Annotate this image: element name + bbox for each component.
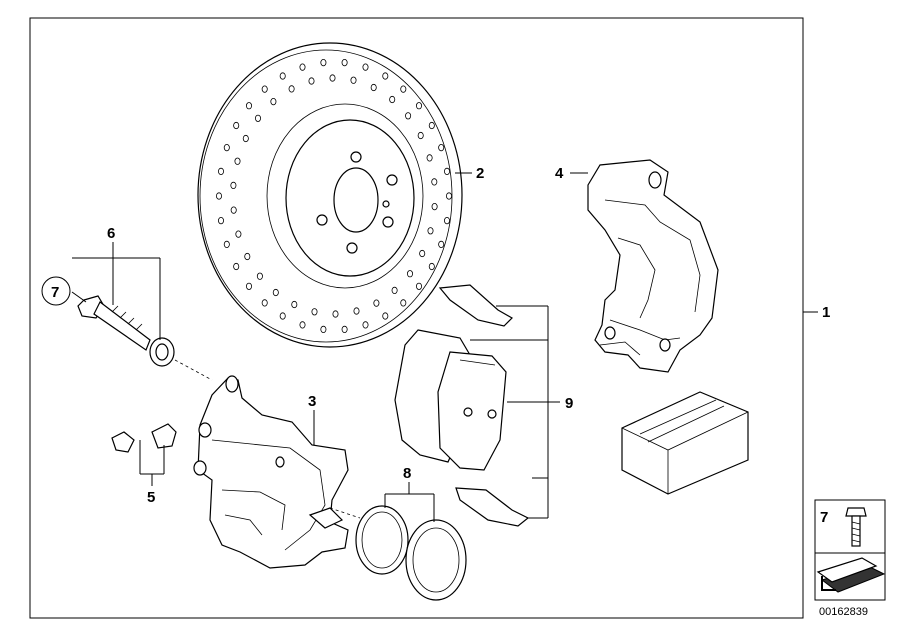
callout-6: 6 bbox=[107, 225, 115, 242]
disc-hole bbox=[230, 206, 237, 214]
disc-hole bbox=[389, 95, 396, 104]
disc-hole bbox=[329, 74, 336, 82]
callout-5: 5 bbox=[147, 489, 155, 506]
disc-hole bbox=[244, 252, 251, 261]
disc-hole bbox=[400, 85, 407, 93]
disc-hole bbox=[261, 299, 268, 307]
main-frame bbox=[29, 17, 804, 619]
disc-hole bbox=[370, 83, 377, 92]
disc-hole bbox=[443, 217, 450, 225]
brake-disc bbox=[197, 42, 463, 348]
disc-hole bbox=[373, 299, 380, 307]
bolt-icon bbox=[845, 507, 867, 547]
disc-hole bbox=[234, 157, 241, 165]
disc-hole bbox=[223, 144, 230, 152]
disc-hole bbox=[341, 325, 348, 333]
disc-hole bbox=[362, 63, 369, 71]
callout-4: 4 bbox=[555, 165, 564, 182]
disc-hole bbox=[299, 63, 306, 71]
disc-hole bbox=[254, 114, 261, 122]
disc-hole bbox=[405, 112, 412, 120]
disc-hole bbox=[299, 321, 306, 329]
disc-hole bbox=[415, 102, 422, 110]
disc-hole bbox=[233, 121, 240, 130]
callout-8: 8 bbox=[403, 465, 411, 482]
disc-hole bbox=[270, 98, 277, 106]
disc-hole bbox=[261, 85, 268, 93]
disc-hole bbox=[406, 270, 413, 278]
disc-hole bbox=[419, 249, 426, 258]
disc-hole bbox=[341, 58, 348, 67]
disc-hole bbox=[426, 154, 433, 162]
disc-hole bbox=[427, 227, 434, 235]
disc-hole bbox=[400, 299, 407, 307]
diagram-id: 00162839 bbox=[819, 606, 868, 618]
legend-box: 7 bbox=[814, 499, 886, 601]
disc-hole bbox=[223, 240, 230, 248]
disc-hole bbox=[445, 192, 452, 200]
callout-7: 7 bbox=[51, 284, 59, 301]
repair-kit-box bbox=[621, 391, 749, 495]
disc-hole bbox=[311, 308, 318, 316]
callout-2: 2 bbox=[476, 165, 484, 182]
bleeder-screw-set bbox=[111, 423, 177, 453]
callout-7-circle bbox=[41, 276, 71, 306]
disc-hole bbox=[417, 131, 424, 140]
disc-cross-drill-holes bbox=[215, 58, 452, 333]
disc-hole bbox=[415, 282, 422, 290]
disc-hole bbox=[353, 307, 360, 315]
disc-hole bbox=[431, 203, 438, 211]
disc-hole bbox=[242, 134, 249, 143]
brake-pads bbox=[394, 284, 530, 527]
disc-hole bbox=[382, 312, 389, 320]
disc-hole bbox=[428, 121, 435, 130]
caliper-seals bbox=[355, 505, 467, 601]
disc-hole bbox=[217, 217, 224, 225]
disc-hole bbox=[443, 167, 450, 175]
disc-hole bbox=[291, 300, 298, 309]
legend-number: 7 bbox=[820, 509, 828, 526]
disc-hole bbox=[438, 240, 445, 248]
disc-hole bbox=[428, 262, 435, 271]
disc-hole bbox=[391, 286, 398, 294]
disc-hole bbox=[362, 321, 369, 329]
callout-3: 3 bbox=[308, 393, 316, 410]
disc-hole bbox=[279, 72, 286, 80]
disc-hole bbox=[235, 230, 242, 238]
disc-hole bbox=[438, 144, 445, 152]
leader-lines bbox=[71, 172, 818, 522]
disc-hole bbox=[230, 181, 237, 189]
callout-9: 9 bbox=[565, 395, 573, 412]
disc-hole bbox=[308, 77, 315, 85]
disc-hole bbox=[279, 312, 286, 320]
disc-hole bbox=[320, 325, 327, 333]
brake-caliper bbox=[193, 375, 349, 569]
disc-hole bbox=[350, 76, 357, 84]
arrow-icon bbox=[816, 557, 886, 593]
disc-hole bbox=[382, 72, 389, 80]
disc-hole bbox=[245, 102, 252, 110]
disc-hole bbox=[233, 262, 240, 271]
disc-hole bbox=[245, 282, 252, 290]
disc-hole bbox=[332, 310, 339, 318]
disc-hole bbox=[217, 167, 224, 175]
disc-hole bbox=[431, 178, 438, 186]
callout-1: 1 bbox=[822, 304, 830, 321]
disc-hole bbox=[272, 288, 279, 297]
disc-hole bbox=[215, 192, 222, 200]
disc-hole bbox=[288, 85, 295, 93]
disc-hole bbox=[256, 272, 263, 280]
disc-hole bbox=[320, 58, 327, 67]
caliper-carrier bbox=[587, 159, 719, 373]
